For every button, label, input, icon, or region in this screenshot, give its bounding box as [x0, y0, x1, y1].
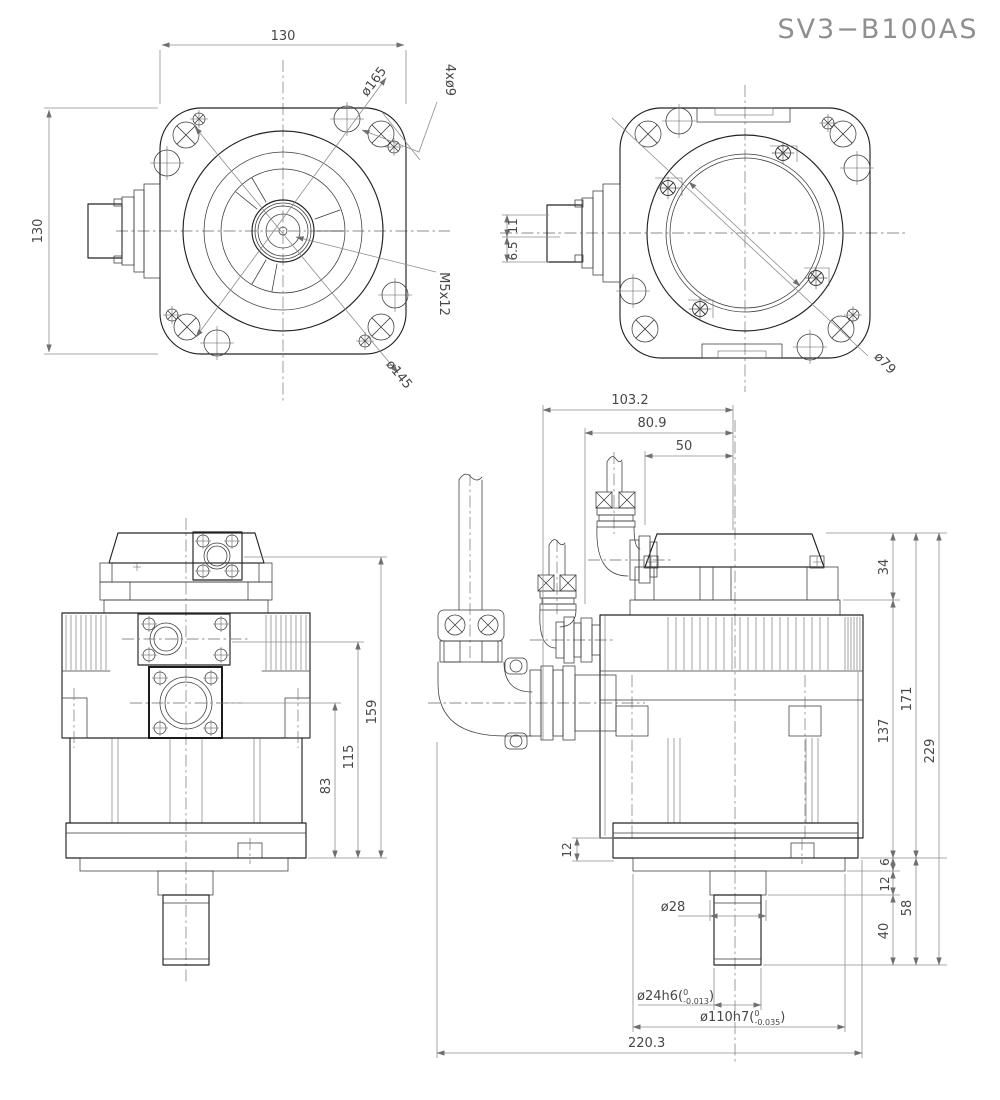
- dim-34: 34: [877, 559, 892, 576]
- dim-height-130: 130: [31, 219, 46, 244]
- dim-12-spigot: 12: [878, 876, 892, 891]
- side-elevation-dimensions: 103.2 80.9 50 34 137 6 12 40 171 58: [436, 393, 947, 1058]
- rear-view: 11 6.5 ø79: [500, 85, 905, 392]
- dim-159: 159: [365, 700, 380, 725]
- front-connector: [87, 183, 161, 279]
- dim-width-130: 130: [271, 29, 296, 44]
- dim-spigot-fit: ø110h7(0-0.035): [700, 1009, 785, 1027]
- dim-50: 50: [676, 439, 693, 454]
- dim-offset-11: 11: [506, 218, 520, 233]
- dim-holes: 4xø9: [442, 64, 457, 96]
- dim-220-3: 220.3: [628, 1036, 665, 1051]
- dim-shaft-fit: ø24h6(0-0.013): [637, 988, 714, 1006]
- cable-gland-middle: [530, 539, 614, 664]
- dim-83: 83: [319, 778, 334, 795]
- dim-171: 171: [900, 687, 915, 712]
- elbow-connector: [428, 473, 645, 750]
- dim-6: 6: [878, 858, 892, 866]
- dim-pilot-circle: ø145: [383, 357, 415, 392]
- front-view-dimensions: 130 130 ø165 ø145 4xø9 M5x12: [31, 29, 457, 392]
- rear-connector: [546, 183, 621, 283]
- front-elevation-dimensions: 83 115 159: [224, 556, 387, 859]
- side-elevation: 103.2 80.9 50 34 137 6 12 40 171 58: [428, 393, 947, 1065]
- cap-port: [192, 531, 243, 581]
- dim-offset-65: 6.5: [506, 241, 520, 260]
- dim-58: 58: [900, 900, 915, 917]
- dim-40: 40: [877, 923, 892, 940]
- dim-80-9: 80.9: [638, 416, 667, 431]
- upper-port: [122, 613, 250, 666]
- front-elevation: 83 115 159: [61, 518, 387, 985]
- dim-103-2: 103.2: [611, 393, 648, 408]
- dim-12-base: 12: [560, 842, 574, 857]
- dim-bolt-circle: ø165: [358, 64, 390, 99]
- dim-diameter-79: ø79: [871, 350, 899, 378]
- rear-view-dimensions: 11 6.5 ø79: [502, 117, 899, 378]
- lower-port: [130, 666, 242, 739]
- dim-collar-28: ø28: [661, 900, 686, 915]
- dim-tap: M5x12: [436, 272, 451, 316]
- front-view: 130 130 ø165 ø145 4xø9 M5x12: [31, 29, 457, 402]
- dim-137: 137: [877, 719, 892, 744]
- drawing-title: SV3−B100AS: [777, 14, 978, 45]
- dim-115: 115: [342, 745, 357, 770]
- dim-229: 229: [923, 739, 938, 764]
- cable-gland-top: [588, 452, 672, 584]
